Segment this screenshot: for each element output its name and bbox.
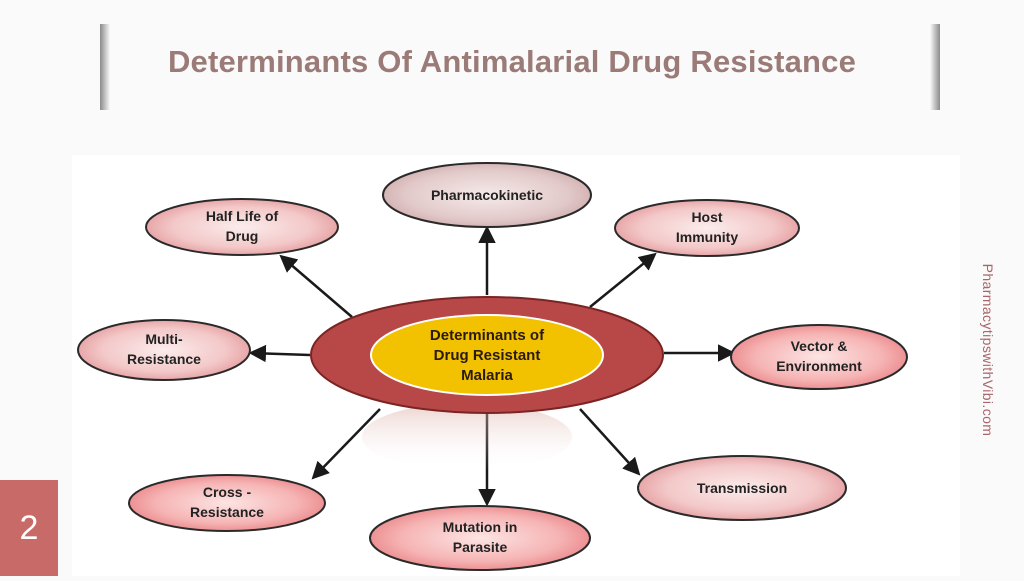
center-label-line1: Determinants of (430, 327, 545, 344)
page-number-badge: 2 (0, 480, 58, 576)
node-pharmacokinetic-line1: Pharmacokinetic (431, 187, 543, 203)
title-bracket-right (930, 24, 940, 110)
node-mutation-line1: Mutation in (443, 519, 518, 535)
node-cross-resistance-line2: Resistance (190, 504, 264, 520)
website-watermark-text: PharmacytipswithVibi.com (980, 263, 996, 437)
resistance-diagram: Determinants of Drug Resistant Malaria P… (77, 162, 908, 571)
node-multi-resistance-line2: Resistance (127, 351, 201, 367)
node-half-life-line2: Drug (226, 228, 259, 244)
node-mutation-line2: Parasite (453, 539, 508, 555)
node-multi-resistance-line1: Multi- (145, 331, 183, 347)
node-vector-environment-line2: Environment (776, 358, 862, 374)
page-number: 2 (19, 508, 39, 547)
arrow-to-host-immunity (589, 252, 657, 308)
center-node: Determinants of Drug Resistant Malaria (310, 296, 664, 414)
node-host-immunity: Host Immunity (614, 199, 800, 257)
node-transmission: Transmission (637, 455, 847, 521)
node-transmission-line1: Transmission (697, 480, 787, 496)
slide-title: Determinants Of Antimalarial Drug Resist… (167, 44, 857, 79)
website-watermark: PharmacytipswithVibi.com (975, 205, 1001, 495)
connector-arrows (248, 225, 736, 507)
arrow-to-half-life (279, 254, 353, 318)
node-vector-environment: Vector & Environment (730, 324, 908, 390)
center-label-line2: Drug Resistant (434, 347, 541, 364)
node-cross-resistance-line1: Cross - (203, 484, 252, 500)
arrow-to-multi-resistance (248, 344, 311, 363)
node-cross-resistance: Cross - Resistance (128, 474, 326, 532)
node-pharmacokinetic: Pharmacokinetic (382, 162, 592, 228)
node-half-life-line1: Half Life of (206, 208, 279, 224)
node-host-immunity-line1: Host (691, 209, 722, 225)
title-bracket-left (100, 24, 110, 110)
node-vector-environment-line1: Vector & (791, 338, 848, 354)
arrow-to-cross-resistance (311, 408, 381, 480)
arrow-to-transmission (579, 408, 641, 476)
title-bar (100, 24, 940, 110)
center-reflection (362, 403, 572, 471)
center-label-line3: Malaria (461, 367, 513, 384)
diagram-panel: Determinants of Drug Resistant Malaria P… (72, 155, 960, 576)
node-mutation: Mutation in Parasite (369, 505, 591, 571)
node-host-immunity-line2: Immunity (676, 229, 738, 245)
node-half-life: Half Life of Drug (145, 198, 339, 256)
node-multi-resistance: Multi- Resistance (77, 319, 251, 381)
